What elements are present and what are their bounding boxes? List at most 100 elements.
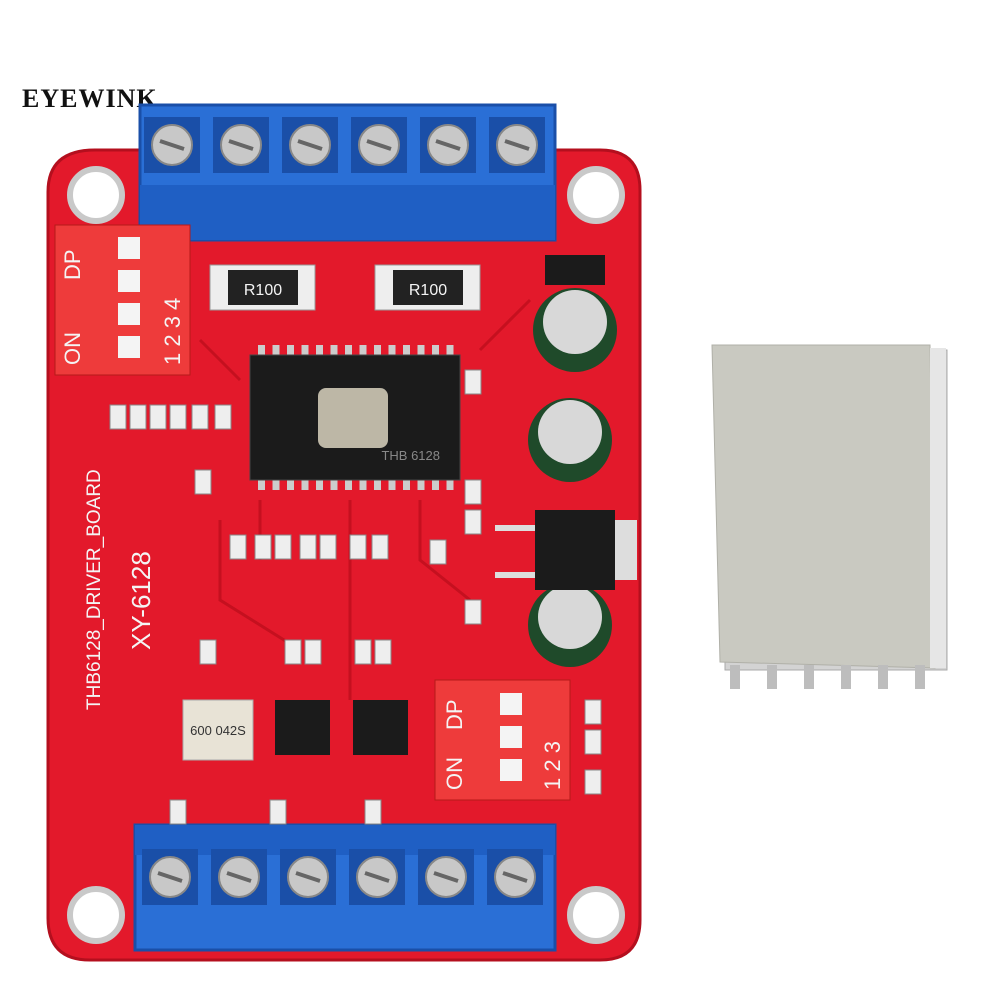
- ic-pin: [345, 345, 352, 357]
- screw-slot: [157, 871, 183, 883]
- bottom-terminal-block: [133, 823, 557, 952]
- ic-pin: [272, 478, 280, 490]
- ic-pin: [316, 345, 323, 357]
- smd-part: [349, 534, 367, 560]
- smd-part: [199, 639, 217, 665]
- ic-pin: [272, 345, 280, 357]
- svg-text:THB 6128: THB 6128: [381, 448, 440, 463]
- dip-label-on: ON: [60, 332, 85, 365]
- capacitor-c9: [533, 288, 617, 372]
- shunt-resistor-r8: R100: [209, 264, 316, 311]
- mount-hole: [567, 166, 625, 224]
- svg-text:DP: DP: [442, 699, 467, 730]
- smd-part: [429, 539, 447, 565]
- screw-slot: [228, 139, 254, 151]
- screw-slot: [435, 139, 461, 151]
- dip-numbers: 1 2 3 4: [160, 298, 185, 365]
- smd-part: [149, 404, 167, 430]
- smd-part: [169, 799, 187, 825]
- mount-hole: [67, 886, 125, 944]
- ic-pin: [301, 345, 309, 357]
- svg-text:1 2 3: 1 2 3: [540, 741, 565, 790]
- screw-slot: [366, 139, 392, 151]
- diode-d1: [545, 255, 605, 285]
- smd-part: [319, 534, 337, 560]
- svg-text:R100: R100: [244, 282, 282, 299]
- capacitor-c13: [528, 583, 612, 667]
- voltage-regulator: [495, 510, 637, 590]
- ic-pin: [417, 478, 425, 490]
- svg-text:ON: ON: [442, 757, 467, 790]
- heatsink-fin: [915, 665, 925, 689]
- capacitor-c12: [528, 398, 612, 482]
- heatsink-fin: [767, 665, 777, 689]
- heatsink-fin: [730, 665, 740, 689]
- mount-hole: [67, 166, 125, 224]
- smd-part: [464, 599, 482, 625]
- heatsink: [711, 344, 948, 689]
- ic-pin: [432, 478, 439, 490]
- ic-pin: [258, 478, 265, 490]
- ic-pin: [446, 345, 454, 357]
- smd-part: [254, 534, 272, 560]
- smd-part: [464, 479, 482, 505]
- dip-switch-3: DP ON 1 2 3: [434, 679, 571, 801]
- top-terminal-block: [138, 103, 557, 242]
- smd-part: [229, 534, 247, 560]
- screw-slot: [159, 139, 185, 151]
- optocoupler: 600 042S: [182, 699, 254, 761]
- heatsink-fin: [878, 665, 888, 689]
- smd-part: [371, 534, 389, 560]
- mount-hole: [567, 886, 625, 944]
- ic-pin: [359, 345, 367, 357]
- svg-text:R100: R100: [409, 282, 447, 299]
- ic-pin: [287, 478, 294, 490]
- smd-part: [584, 729, 602, 755]
- ic-pin: [345, 478, 352, 490]
- smd-part: [374, 639, 392, 665]
- smd-part: [194, 469, 212, 495]
- smd-part: [109, 404, 127, 430]
- dip-label-dp: DP: [60, 249, 85, 280]
- screw-slot: [297, 139, 323, 151]
- ic-pin: [388, 478, 396, 490]
- ic-pin: [374, 345, 381, 357]
- ic-pin: [258, 345, 265, 357]
- ic-pin: [359, 478, 367, 490]
- smd-part: [284, 639, 302, 665]
- ic-pin: [330, 345, 338, 357]
- smd-part: [169, 404, 187, 430]
- smd-components: [109, 369, 602, 825]
- smd-part: [214, 404, 232, 430]
- ic-pin: [316, 478, 323, 490]
- smd-part: [354, 639, 372, 665]
- screw-slot: [433, 871, 459, 883]
- board-name-label: THB6128_DRIVER_BOARD: [84, 469, 105, 710]
- smd-part: [584, 769, 602, 795]
- ic-pin: [330, 478, 338, 490]
- dip-switch-4: DP ON 1 2 3 4: [54, 224, 191, 376]
- smd-part: [299, 534, 317, 560]
- screw-slot: [295, 871, 321, 883]
- screw-slot: [502, 871, 528, 883]
- screw-slot: [364, 871, 390, 883]
- thb6128-chip: THB 6128: [249, 345, 461, 490]
- transistor-q2: [353, 700, 408, 755]
- shunt-resistor-r7: R100: [374, 264, 481, 311]
- smd-part: [364, 799, 382, 825]
- ic-pin: [417, 345, 425, 357]
- board-model-label: XY-6128: [126, 551, 156, 650]
- ic-pin: [287, 345, 294, 357]
- ic-pin: [403, 345, 410, 357]
- smd-part: [191, 404, 209, 430]
- screw-slot: [226, 871, 252, 883]
- screw-slot: [504, 139, 530, 151]
- smd-part: [269, 799, 287, 825]
- ic-pin: [374, 478, 381, 490]
- ic-pin: [432, 345, 439, 357]
- heatsink-fin: [804, 665, 814, 689]
- smd-part: [464, 509, 482, 535]
- ic-pin: [403, 478, 410, 490]
- heatsink-fin: [841, 665, 851, 689]
